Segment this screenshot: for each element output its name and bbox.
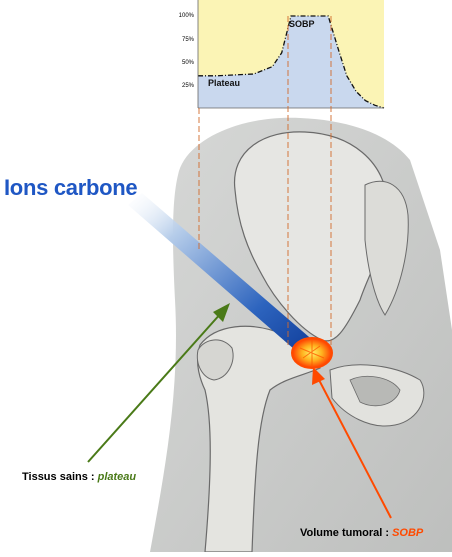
obturator xyxy=(349,375,401,407)
carbon-ion-beam xyxy=(128,193,316,356)
dose-depth-chart xyxy=(197,0,385,109)
sobp-annotation: SOBP xyxy=(289,19,315,29)
projection-lines xyxy=(198,16,332,345)
tumor-volume-prefix: Volume tumoral : xyxy=(300,527,393,539)
iliac-bone xyxy=(234,131,389,342)
plateau-annotation: Plateau xyxy=(208,78,241,88)
tumor-arrow xyxy=(312,367,392,519)
healthy-tissue-label: Tissus sains : plateau xyxy=(22,471,136,483)
greater-trochanter xyxy=(196,339,234,381)
tumor-volume-emphasis: SOBP xyxy=(392,527,424,539)
healthy-tissue-emphasis: plateau xyxy=(97,471,137,483)
sacrum xyxy=(364,180,409,316)
y-tick-label: 50% xyxy=(181,60,194,66)
dose-curve-fill xyxy=(198,16,384,108)
y-tick-label: 100% xyxy=(178,13,194,19)
diagram-title: Ions carbone xyxy=(4,175,138,200)
healthy-tissue-arrow xyxy=(87,303,230,463)
y-tick-label: 25% xyxy=(181,83,194,89)
dose-curve-line xyxy=(198,15,385,109)
y-tick-label: 75% xyxy=(181,37,194,43)
tumor-texture xyxy=(299,340,325,366)
tumor-volume-label: Volume tumoral : SOBP xyxy=(300,527,423,539)
healthy-tissue-prefix: Tissus sains : xyxy=(22,471,98,483)
